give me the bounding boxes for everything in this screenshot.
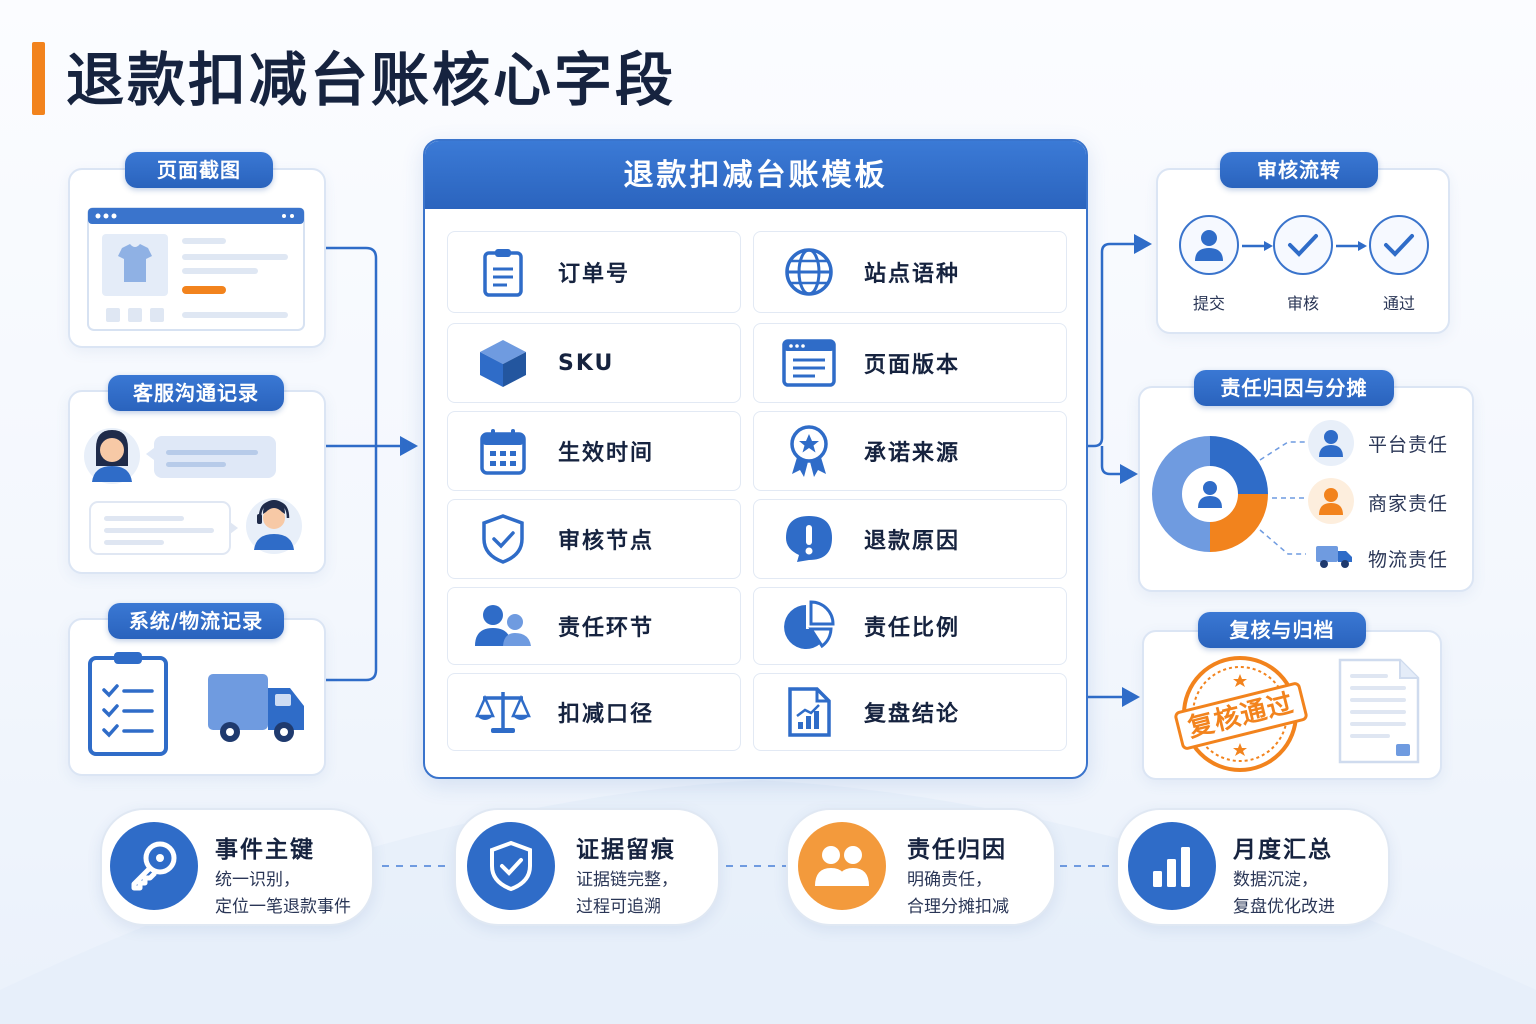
document-icon: [1338, 658, 1420, 764]
flow-step-label: 审核: [1286, 294, 1319, 313]
bottom-desc: 合理分摊扣减: [907, 897, 1009, 917]
webpage-mockup-icon: [87, 207, 305, 331]
evidence-icon-circle: [467, 822, 555, 910]
field-review-node: 审核节点: [447, 499, 741, 579]
field-refund-reason: 退款原因: [753, 499, 1067, 579]
bottom-title: 责任归因: [907, 837, 1007, 863]
flow-arrows: [1242, 241, 1367, 251]
field-site-language: 站点语种: [753, 231, 1067, 313]
field-deduction-basis: 扣减口径: [447, 673, 741, 751]
alert-bubble-icon: [786, 516, 832, 562]
field-label: 复盘结论: [864, 702, 961, 727]
field-label: 站点语种: [864, 262, 961, 287]
ledger-template-header: 退款扣减台账模板: [425, 141, 1086, 209]
field-responsibility-ratio: 责任比例: [753, 587, 1067, 665]
flow-step-review: [1273, 215, 1333, 275]
field-label: 页面版本: [864, 353, 961, 378]
people-icon: [815, 846, 869, 886]
user-icon: [1319, 430, 1343, 457]
system-record-card: [68, 618, 326, 776]
screenshot-label: 页面截图: [125, 152, 273, 188]
checklist-truck-icon: [88, 652, 304, 756]
cs-record-card: [68, 390, 326, 574]
award-badge-icon: [790, 425, 828, 477]
bottom-title: 证据留痕: [576, 837, 676, 863]
flow-step-label: 通过: [1382, 294, 1415, 313]
system-record-label: 系统/物流记录: [108, 603, 284, 639]
responsibility-label: 物流责任: [1368, 549, 1449, 571]
field-label: 责任比例: [864, 616, 961, 641]
cs-record-label: 客服沟通记录: [108, 375, 284, 411]
users-icon: [475, 605, 531, 646]
field-review-conclusion: 复盘结论: [753, 673, 1067, 751]
bottom-desc: 明确责任，: [907, 870, 992, 890]
review-flow-label: 审核流转: [1220, 152, 1378, 188]
truck-icon: [1316, 546, 1352, 568]
flow-step-approve: [1369, 215, 1429, 275]
page-title: 退款扣减台账核心字段: [66, 46, 677, 114]
bottom-desc: 复盘优化改进: [1233, 897, 1335, 917]
field-page-version: 页面版本: [753, 323, 1067, 403]
screenshot-card: [68, 168, 326, 348]
check-icon: [1288, 234, 1318, 257]
responsibility-label: 商家责任: [1368, 493, 1449, 515]
user-icon: [1319, 488, 1343, 515]
flow-step-submit: [1179, 215, 1239, 275]
field-label: 承诺来源: [864, 441, 961, 466]
field-label: 责任环节: [558, 616, 655, 641]
calendar-icon: [480, 429, 526, 475]
field-label: SKU: [558, 350, 615, 376]
archive-label: 复核与归档: [1198, 612, 1366, 648]
bottom-desc: 证据链完整，: [576, 870, 678, 890]
background-wave: [0, 780, 1536, 1024]
responsibility-donut: [1152, 436, 1306, 555]
bottom-desc: 统一识别，: [215, 870, 300, 890]
field-label: 审核节点: [558, 529, 655, 554]
ledger-template-card: 退款扣减台账模板 订单号 SKU 生效时间 审核节点 责任环节 扣减口径 站点语…: [423, 139, 1088, 779]
bottom-desc: 定位一笔退款事件: [215, 897, 351, 917]
field-label: 退款原因: [864, 529, 961, 554]
chat-conversation-icon: [84, 428, 302, 555]
bottom-title: 事件主键: [215, 837, 315, 863]
bottom-desc: 过程可追溯: [576, 897, 661, 917]
field-effective-time: 生效时间: [447, 411, 741, 491]
flow-step-label: 提交: [1192, 294, 1225, 313]
title-accent-bar: [32, 42, 45, 115]
field-responsible-link: 责任环节: [447, 587, 741, 665]
field-order-id: 订单号: [447, 231, 741, 313]
attribution-label: 责任归因与分摊: [1194, 370, 1394, 406]
browser-page-icon: [782, 339, 836, 387]
field-label: 生效时间: [558, 441, 655, 466]
bar-chart-icon: [1153, 847, 1190, 887]
globe-icon: [785, 248, 833, 296]
event-key-icon-circle: [110, 822, 198, 910]
responsibility-label: 平台责任: [1368, 434, 1449, 456]
field-sku: SKU: [447, 323, 741, 403]
cube-icon: [480, 340, 526, 387]
report-chart-icon: [788, 687, 831, 737]
merchant-avatar: [1308, 478, 1354, 524]
responsibility-icon-circle: [798, 822, 886, 910]
check-icon: [1384, 234, 1414, 257]
scale-icon: [475, 692, 531, 733]
field-promise-source: 承诺来源: [753, 411, 1067, 491]
clipboard-icon: [483, 249, 523, 297]
platform-avatar: [1308, 420, 1354, 466]
shield-check-icon: [482, 514, 524, 564]
field-label: 扣减口径: [558, 702, 655, 727]
key-icon: [131, 841, 177, 891]
summary-icon-circle: [1128, 822, 1216, 910]
bottom-title: 月度汇总: [1233, 837, 1333, 863]
field-label: 订单号: [558, 262, 631, 287]
shield-check-icon: [490, 840, 532, 892]
pie-chart-icon: [784, 600, 835, 649]
user-icon: [1195, 230, 1223, 261]
bottom-desc: 数据沉淀，: [1233, 870, 1318, 890]
